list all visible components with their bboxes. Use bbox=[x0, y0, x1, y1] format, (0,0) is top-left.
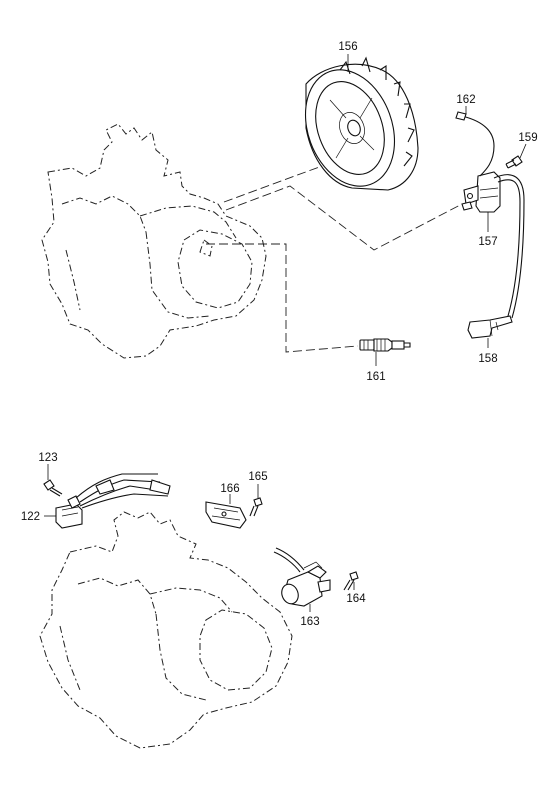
bolt-159 bbox=[505, 155, 523, 169]
engine-outline-lower bbox=[39, 511, 293, 749]
callout-159: 159 bbox=[518, 132, 538, 159]
spark-plug-161 bbox=[359, 338, 411, 352]
callout-122-label: 122 bbox=[21, 511, 40, 523]
callout-164: 164 bbox=[346, 582, 366, 605]
callout-157: 157 bbox=[478, 212, 498, 248]
bolt-164 bbox=[343, 571, 359, 591]
callout-157-label: 157 bbox=[478, 236, 497, 248]
leader-block-to-spark-plug bbox=[206, 243, 359, 353]
callout-166: 166 bbox=[220, 483, 240, 504]
callout-122: 122 bbox=[21, 511, 56, 523]
callout-163-label: 163 bbox=[300, 616, 319, 628]
bracket-166 bbox=[205, 501, 247, 529]
callout-165-label: 165 bbox=[248, 471, 267, 483]
callout-159-label: 159 bbox=[518, 132, 537, 144]
callout-161-label: 161 bbox=[366, 371, 385, 383]
callout-166-label: 166 bbox=[220, 483, 239, 495]
starter-solenoid-163 bbox=[273, 547, 331, 607]
engine-outline-upper bbox=[41, 123, 267, 359]
callout-162: 162 bbox=[456, 94, 476, 114]
bolt-165 bbox=[249, 497, 263, 517]
callout-156-label: 156 bbox=[338, 41, 357, 53]
callout-123: 123 bbox=[38, 452, 58, 480]
wire-harness bbox=[75, 473, 171, 509]
callout-123-label: 123 bbox=[38, 452, 57, 464]
flywheel-156 bbox=[304, 56, 419, 191]
callout-158: 158 bbox=[478, 338, 498, 365]
callout-163: 163 bbox=[300, 604, 320, 628]
leader-flywheel-to-coil bbox=[225, 185, 463, 251]
callout-161: 161 bbox=[366, 352, 386, 383]
callout-158-label: 158 bbox=[478, 353, 497, 365]
spark-plug-wire-158 bbox=[467, 174, 525, 339]
rectifier-122 bbox=[55, 495, 83, 529]
callout-164-label: 164 bbox=[346, 593, 366, 605]
leader-crank-to-flywheel bbox=[223, 165, 323, 203]
callout-156: 156 bbox=[338, 41, 358, 72]
screw-123 bbox=[43, 479, 63, 497]
callout-162-label: 162 bbox=[456, 94, 475, 106]
ground-lead-162 bbox=[455, 111, 495, 177]
callout-165: 165 bbox=[248, 471, 268, 498]
ignition-coil-157 bbox=[461, 171, 501, 213]
